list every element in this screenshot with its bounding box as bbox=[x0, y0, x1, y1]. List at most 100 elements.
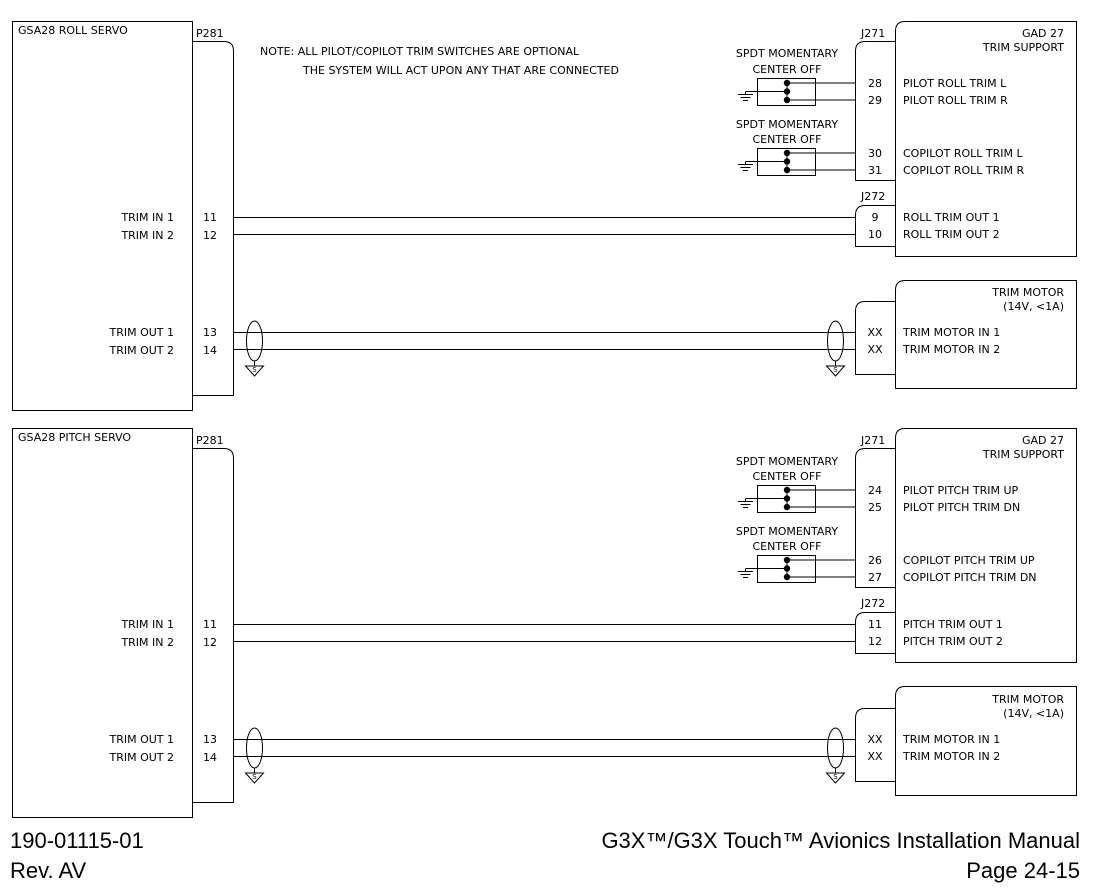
pitch-servo-pin-label: TRIM OUT 2 bbox=[108, 751, 174, 764]
roll-shield-right bbox=[825, 320, 846, 377]
pitch-j271-pin-num: 24 bbox=[868, 484, 882, 497]
roll-j271-pin-num: 29 bbox=[868, 94, 882, 107]
pitch-servo-pin-num: 14 bbox=[203, 751, 217, 764]
roll-j271-pin-num: 31 bbox=[868, 164, 882, 177]
pitch-shield-right-mark: S bbox=[833, 773, 838, 781]
roll-pilot-switch bbox=[738, 78, 856, 106]
pitch-servo-pin-label: TRIM IN 1 bbox=[120, 618, 174, 631]
roll-section bbox=[12, 21, 1077, 411]
pitch-motor-pin-label: TRIM MOTOR IN 1 bbox=[902, 733, 1000, 746]
pitch-p281-connector bbox=[192, 448, 234, 803]
roll-shield-left-mark: S bbox=[252, 366, 257, 374]
roll-copilot-switch-contact-center bbox=[783, 158, 791, 165]
pitch-pilot-switch-contact-center bbox=[783, 495, 791, 502]
note-line-2: THE SYSTEM WILL ACT UPON ANY THAT ARE CO… bbox=[302, 64, 619, 77]
pitch-j272-connector bbox=[855, 612, 896, 654]
pitch-gad-box bbox=[895, 428, 1077, 663]
pitch-j271-pin-num: 27 bbox=[868, 571, 882, 584]
pitch-j271-pin-label: COPILOT PITCH TRIM UP bbox=[903, 554, 1035, 567]
roll-servo-pin-num: 12 bbox=[203, 229, 217, 242]
roll-motor-subtitle: (14V, <1A) bbox=[1003, 300, 1064, 313]
pitch-copilot-switch-contact-top bbox=[783, 556, 791, 564]
pitch-j272-label: J272 bbox=[860, 597, 885, 610]
pitch-j272-pin-num: 12 bbox=[868, 635, 882, 648]
doc-number: 190-01115-01 bbox=[10, 828, 144, 853]
roll-pilot-switch-label-1: SPDT MOMENTARY bbox=[736, 47, 838, 60]
roll-copilot-switch bbox=[738, 148, 856, 176]
pitch-copilot-switch-contact-center bbox=[783, 565, 791, 572]
pitch-pilot-switch-contact-top bbox=[783, 486, 791, 494]
pitch-j272-pin-num: 11 bbox=[868, 618, 882, 631]
pitch-motor-pin-num: XX bbox=[867, 733, 883, 746]
roll-servo-pin-num: 11 bbox=[203, 211, 217, 224]
note-line-1: NOTE: ALL PILOT/COPILOT TRIM SWITCHES AR… bbox=[260, 45, 580, 58]
roll-servo-pin-num: 13 bbox=[203, 326, 217, 339]
pitch-servo-title: GSA28 PITCH SERVO bbox=[18, 431, 131, 444]
pitch-servo-pin-num: 13 bbox=[203, 733, 217, 746]
pitch-motor-box bbox=[895, 686, 1077, 796]
pitch-gad-title: GAD 27 bbox=[1022, 434, 1064, 447]
pitch-pilot-switch-label-2: CENTER OFF bbox=[753, 470, 822, 483]
roll-gad-title: GAD 27 bbox=[1022, 27, 1064, 40]
pitch-p281-label: P281 bbox=[196, 434, 224, 447]
pitch-motor-pin-label: TRIM MOTOR IN 2 bbox=[902, 750, 1000, 763]
pitch-motor-pin-num: XX bbox=[867, 750, 883, 763]
roll-p281-connector bbox=[192, 41, 234, 396]
roll-j272-pin-label: ROLL TRIM OUT 2 bbox=[903, 228, 1000, 241]
pitch-j271-connector bbox=[855, 448, 896, 588]
pitch-shield-right bbox=[825, 727, 846, 784]
roll-shield-right-mark: S bbox=[833, 366, 838, 374]
roll-servo-title: GSA28 ROLL SERVO bbox=[18, 24, 128, 37]
pitch-pilot-switch bbox=[738, 485, 856, 513]
pitch-j271-pin-label: PILOT PITCH TRIM UP bbox=[903, 484, 1019, 497]
roll-motor-box bbox=[895, 280, 1077, 389]
pitch-servo-pin-num: 11 bbox=[203, 618, 217, 631]
roll-motor-pin-num: XX bbox=[867, 326, 883, 339]
manual-title: G3X™/G3X Touch™ Avionics Installation Ma… bbox=[601, 828, 1080, 853]
page-number: Page 24-15 bbox=[966, 858, 1080, 883]
roll-j271-pin-num: 28 bbox=[868, 77, 882, 90]
pitch-servo-pin-num: 12 bbox=[203, 636, 217, 649]
revision: Rev. AV bbox=[10, 858, 87, 883]
roll-j271-connector bbox=[855, 41, 896, 181]
roll-servo-pin-label: TRIM IN 1 bbox=[120, 211, 174, 224]
roll-motor-connector bbox=[855, 301, 896, 375]
roll-j271-pin-num: 30 bbox=[868, 147, 882, 160]
roll-servo-box bbox=[12, 21, 193, 411]
pitch-pilot-switch-contact-bottom bbox=[783, 503, 791, 511]
roll-gad-box bbox=[895, 21, 1077, 257]
roll-motor-title: TRIM MOTOR bbox=[991, 286, 1064, 299]
pitch-shield-left bbox=[244, 727, 265, 784]
roll-gad-subtitle: TRIM SUPPORT bbox=[982, 41, 1064, 54]
roll-copilot-switch-label-2: CENTER OFF bbox=[753, 133, 822, 146]
pitch-motor-title: TRIM MOTOR bbox=[991, 693, 1064, 706]
pitch-shield-left-mark: S bbox=[252, 773, 257, 781]
pitch-servo-box bbox=[12, 428, 193, 818]
roll-pilot-switch-contact-top bbox=[783, 79, 791, 87]
roll-servo-pin-num: 14 bbox=[203, 344, 217, 357]
roll-copilot-switch-contact-bottom bbox=[783, 166, 791, 174]
pitch-pilot-switch-label-1: SPDT MOMENTARY bbox=[736, 455, 838, 468]
roll-copilot-switch-label-1: SPDT MOMENTARY bbox=[736, 118, 838, 131]
pitch-copilot-switch-label-1: SPDT MOMENTARY bbox=[736, 525, 838, 538]
roll-j271-pin-label: COPILOT ROLL TRIM L bbox=[903, 147, 1023, 160]
pitch-section bbox=[12, 428, 1077, 818]
roll-j271-pin-label: PILOT ROLL TRIM R bbox=[903, 94, 1008, 107]
pitch-j271-pin-num: 26 bbox=[868, 554, 882, 567]
pitch-motor-connector bbox=[855, 708, 896, 782]
roll-j272-pin-num: 10 bbox=[868, 228, 882, 241]
pitch-j272-pin-label: PITCH TRIM OUT 2 bbox=[903, 635, 1003, 648]
roll-motor-pin-label: TRIM MOTOR IN 2 bbox=[902, 343, 1000, 356]
roll-servo-pin-label: TRIM IN 2 bbox=[120, 229, 174, 242]
roll-j272-label: J272 bbox=[860, 190, 885, 203]
roll-motor-pin-label: TRIM MOTOR IN 1 bbox=[902, 326, 1000, 339]
roll-copilot-switch-contact-top bbox=[783, 149, 791, 157]
roll-j271-label: J271 bbox=[860, 27, 885, 40]
pitch-j271-pin-num: 25 bbox=[868, 501, 882, 514]
roll-p281-label: P281 bbox=[196, 27, 224, 40]
pitch-j272-pin-label: PITCH TRIM OUT 1 bbox=[903, 618, 1003, 631]
roll-j272-pin-label: ROLL TRIM OUT 1 bbox=[903, 211, 1000, 224]
pitch-copilot-switch-contact-bottom bbox=[783, 573, 791, 581]
roll-servo-pin-label: TRIM OUT 2 bbox=[108, 344, 174, 357]
roll-shield-left bbox=[244, 320, 265, 377]
